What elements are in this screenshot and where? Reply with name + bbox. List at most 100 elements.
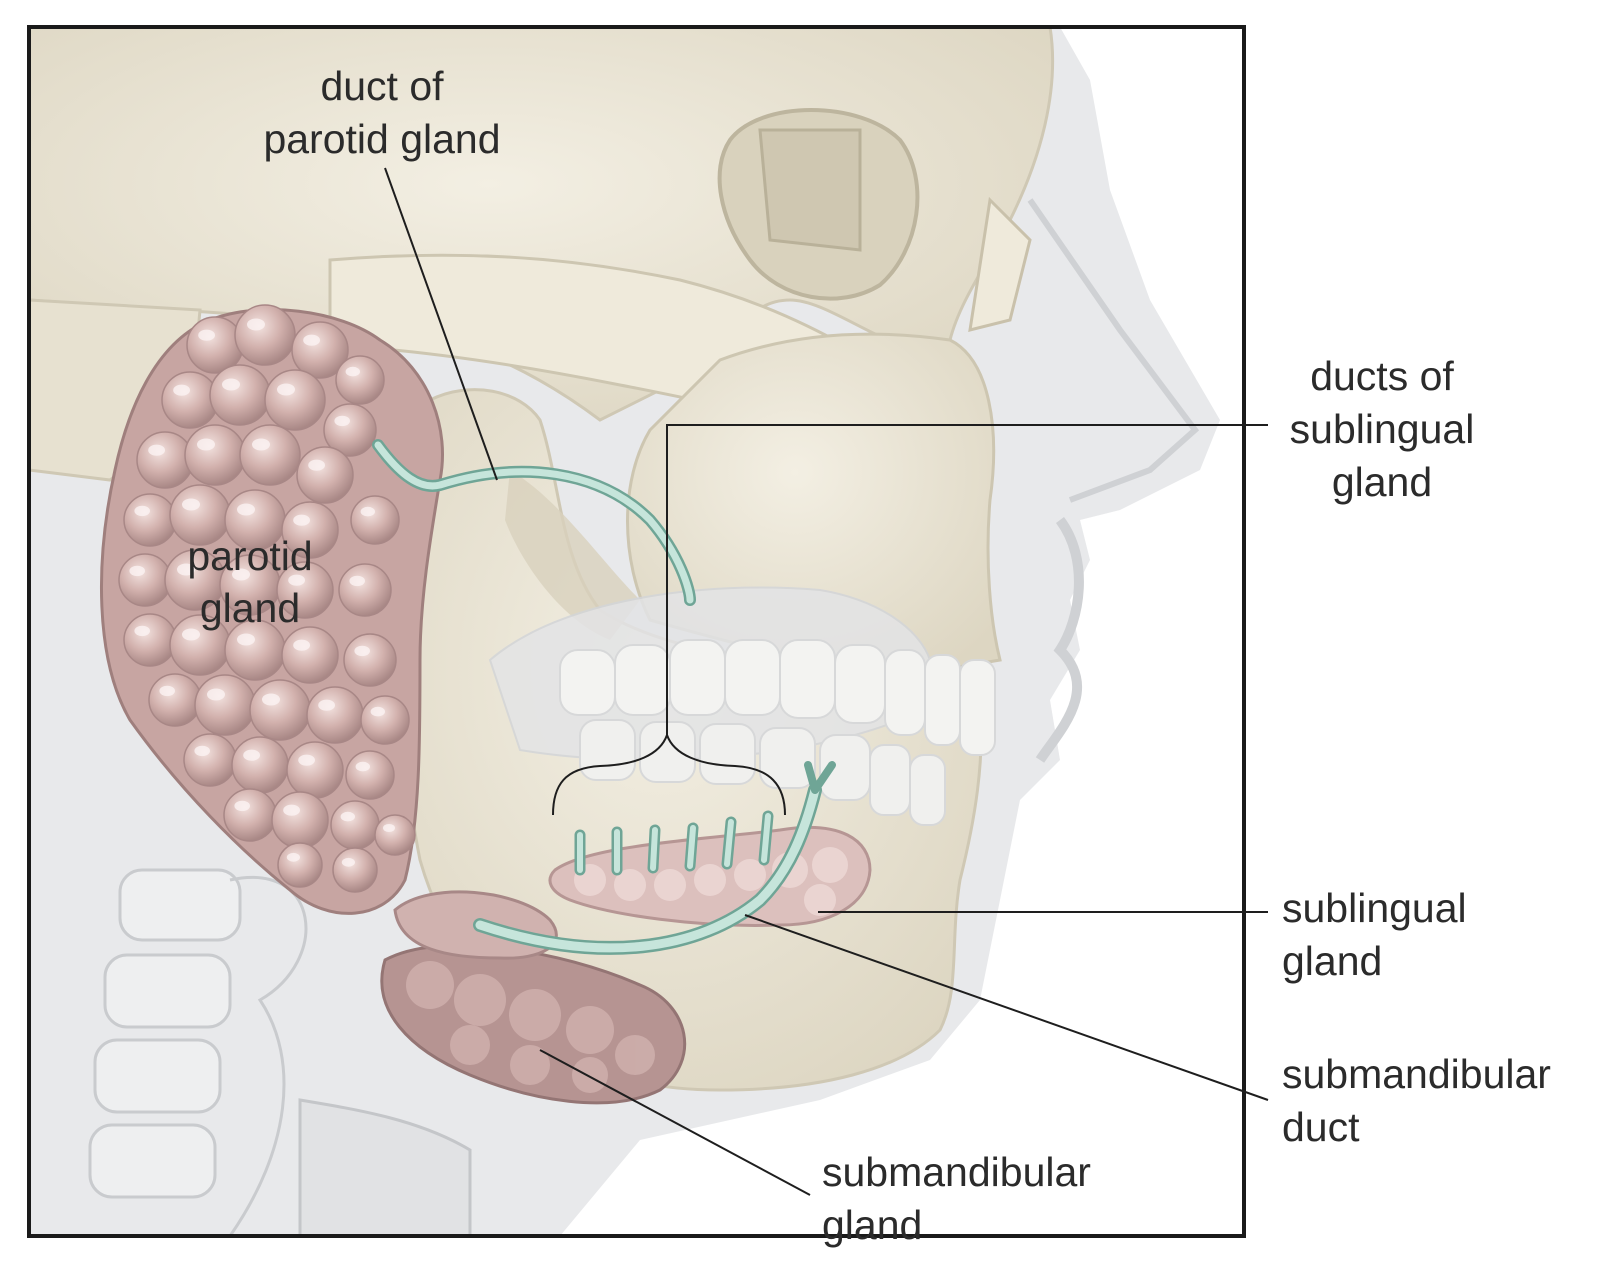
parotid-lobule-highlight	[308, 459, 325, 471]
parotid-lobule-highlight	[134, 625, 150, 637]
parotid-lobule	[239, 424, 301, 486]
lips-outline	[1035, 517, 1084, 763]
svg-text:gland: gland	[200, 585, 300, 631]
parotid-lobule-highlight	[355, 761, 370, 772]
parotid-lobule	[209, 364, 271, 426]
parotid-lobule-highlight	[182, 498, 200, 511]
parotid-lobule-highlight	[197, 438, 215, 451]
parotid-lobule	[271, 791, 329, 849]
parotid-lobule	[231, 736, 289, 794]
parotid-lobule	[360, 695, 410, 745]
cervical-spine	[88, 868, 308, 1236]
parotid-lobule-highlight	[340, 811, 355, 822]
submandibular-duct-fill	[475, 785, 820, 953]
parotid-lobule-highlight	[159, 685, 175, 697]
parotid-lobule	[345, 750, 395, 800]
nasal-bone	[968, 196, 1032, 333]
parotid-lobule-highlight	[237, 633, 255, 646]
svg-text:gland: gland	[822, 1202, 922, 1248]
bracket-ducts-sublingual	[552, 731, 786, 816]
parotid-lobule	[249, 679, 311, 741]
parotid-lobule	[323, 403, 377, 457]
parotid-lobule	[234, 304, 296, 366]
parotid-gland-lobules	[118, 304, 416, 893]
illustration-frame	[27, 25, 1246, 1238]
parotid-lobule-highlight	[173, 384, 191, 396]
label-submandibular-duct: submandibular duct	[1282, 1051, 1551, 1150]
parotid-lobule-highlight	[383, 824, 395, 832]
parotid-lobule-highlight	[129, 565, 145, 577]
label-submandibular-gland: submandibular gland	[822, 1149, 1091, 1248]
parotid-lobule-highlight	[247, 318, 265, 331]
parotid-lobule-highlight	[198, 329, 216, 341]
parotid-lobule-highlight	[298, 754, 315, 766]
parotid-lobule	[306, 686, 364, 744]
submandibular-gland-lobules	[406, 961, 655, 1093]
svg-text:parotid: parotid	[187, 533, 312, 579]
parotid-lobule-highlight	[148, 444, 166, 456]
parotid-lobule-highlight	[182, 628, 200, 641]
parotid-lobule-highlight	[334, 415, 351, 427]
parotid-lobule-highlight	[207, 688, 225, 701]
parotid-lobule-highlight	[370, 706, 385, 717]
parotid-lobule-highlight	[262, 693, 280, 706]
upper-teeth	[559, 639, 996, 756]
parotid-lobule	[123, 613, 177, 667]
parotid-lobule-highlight	[243, 749, 260, 761]
parotid-lobule	[148, 673, 202, 727]
svg-text:gland: gland	[1332, 459, 1432, 505]
parotid-duct-fill	[374, 441, 694, 604]
svg-text:duct: duct	[1282, 1104, 1360, 1150]
parotid-lobule-highlight	[177, 563, 195, 576]
parotid-lobule-highlight	[345, 366, 360, 377]
leader-submandibular-duct	[744, 914, 1269, 1101]
parotid-lobule	[264, 369, 326, 431]
svg-text:ducts of: ducts of	[1310, 353, 1454, 399]
ramus-shadow	[505, 470, 640, 640]
leader-duct-parotid	[384, 167, 498, 481]
svg-text:sublingual: sublingual	[1290, 406, 1475, 452]
parotid-lobule	[223, 788, 277, 842]
parotid-lobule	[291, 321, 349, 379]
label-duct-of-parotid-gland: duct of parotid gland	[263, 63, 500, 162]
svg-text:gland: gland	[1282, 938, 1382, 984]
parotid-lobule-highlight	[222, 378, 240, 391]
label-sublingual-gland: sublingual gland	[1282, 885, 1467, 984]
parotid-lobule	[123, 493, 177, 547]
svg-text:duct of: duct of	[320, 63, 444, 109]
parotid-lobule	[194, 674, 256, 736]
parotid-lobule	[374, 814, 416, 856]
parotid-lobule	[296, 446, 354, 504]
leader-submandibular-gland	[539, 1049, 811, 1196]
parotid-lobule	[184, 424, 246, 486]
nose-outline	[1027, 198, 1200, 503]
parotid-lobule	[136, 431, 194, 489]
parotid-lobule-highlight	[286, 852, 300, 862]
parotid-lobule-highlight	[341, 857, 355, 867]
svg-text:submandibular: submandibular	[822, 1149, 1091, 1195]
leader-ducts-sublingual	[666, 424, 1268, 735]
parotid-lobule	[335, 355, 385, 405]
svg-text:sublingual: sublingual	[1282, 885, 1467, 931]
parotid-lobule-highlight	[303, 334, 320, 346]
label-ducts-of-sublingual-gland: ducts of sublingual gland	[1290, 353, 1475, 505]
svg-text:submandibular: submandibular	[1282, 1051, 1551, 1097]
parotid-lobule	[183, 733, 237, 787]
parotid-lobule-highlight	[288, 574, 305, 586]
parotid-lobule-highlight	[293, 639, 310, 651]
parotid-lobule	[161, 371, 219, 429]
airway	[298, 1098, 472, 1236]
parotid-lobule-highlight	[194, 745, 210, 757]
parotid-lobule-highlight	[360, 506, 375, 517]
parotid-lobule	[330, 800, 380, 850]
parotid-lobule-highlight	[237, 503, 255, 516]
parotid-lobule	[332, 847, 378, 893]
parotid-lobule-highlight	[349, 575, 366, 587]
orbit-inner	[758, 128, 862, 252]
parotid-lobule-highlight	[134, 505, 150, 517]
label-parotid-gland: parotid gland	[187, 533, 312, 631]
parotid-lobule-highlight	[293, 514, 310, 526]
parotid-lobule	[186, 316, 244, 374]
duct-opening	[804, 761, 836, 794]
